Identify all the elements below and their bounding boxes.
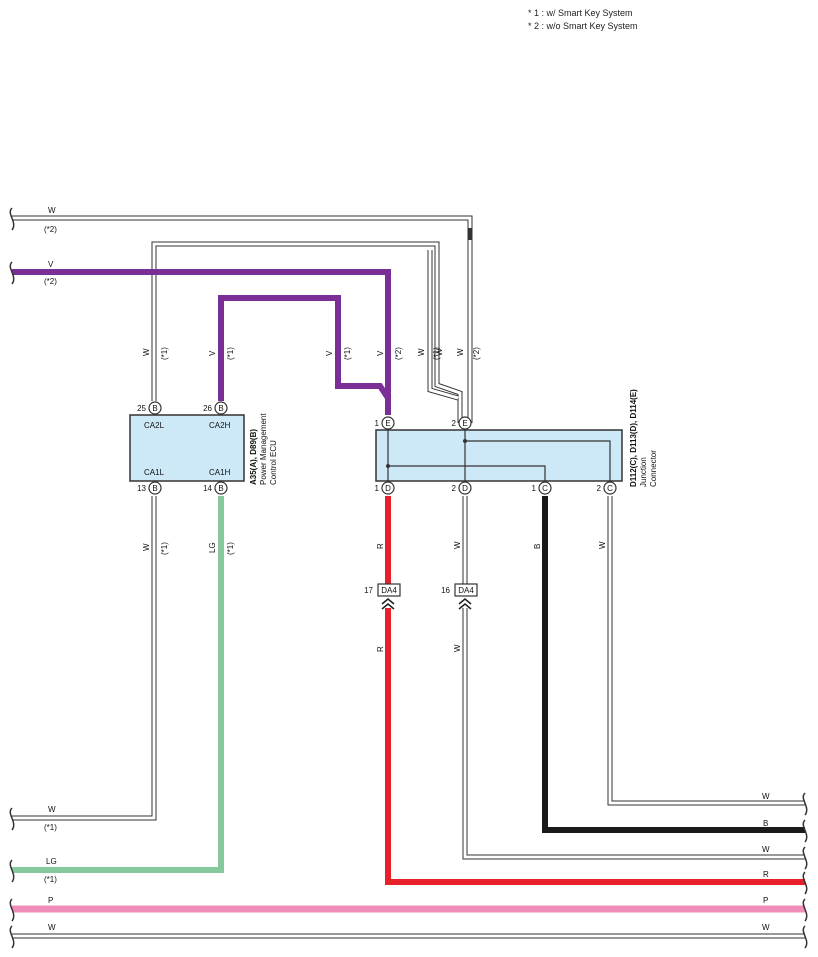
lbl-ecu-up-v: V (208, 350, 217, 356)
ecu-terminal-14-pin: 14 (203, 484, 212, 493)
jc-name-line-1: Junction (639, 457, 648, 487)
lbl-mid-w3: W (456, 348, 465, 356)
lbl-ecu-down-lg-note: (*1) (226, 542, 235, 555)
ecu-label-ca1h: CA1H (209, 468, 231, 477)
lbl-ecu-down-w: W (142, 543, 151, 551)
lbl-r-below: R (376, 646, 385, 652)
da4-17-pin: 17 (364, 586, 373, 595)
lbl-mid-v2: V (376, 350, 385, 356)
jc-d2-pin: 2 (452, 484, 457, 493)
jc-c1-conn: C (542, 484, 548, 493)
wire-b (542, 496, 805, 833)
lbl-d2-w: W (453, 541, 462, 549)
left-break-marks (9, 207, 15, 949)
white-wires (12, 215, 805, 939)
jc-d2-conn: D (462, 484, 468, 493)
jc-c1-pin: 1 (532, 484, 537, 493)
ecu-terminal-14-conn: B (218, 484, 223, 493)
da4-16-name: DA4 (458, 586, 474, 595)
lbl-right-p: P (763, 896, 768, 905)
lbl-w-below: W (453, 644, 462, 652)
lbl-left-v-note: (*2) (44, 277, 57, 286)
lbl-mid-w1: W (417, 348, 426, 356)
jc-e1-conn: E (385, 419, 390, 428)
wire-lg (12, 496, 224, 873)
lbl-left-lg: LG (46, 857, 57, 866)
ecu-name-line-2: Control ECU (269, 440, 278, 485)
wire-v-left (12, 269, 391, 415)
inline-connector-da4-17: DA4 17 (364, 583, 401, 610)
ecu-label-ca2l: CA2L (144, 421, 165, 430)
ecu-terminal-25-pin: 25 (137, 404, 146, 413)
ecu-terminal-25-conn: B (152, 404, 157, 413)
lbl-right-r: R (763, 870, 769, 879)
lbl-left-lg-note: (*1) (44, 875, 57, 884)
colored-wires (12, 269, 805, 913)
ecu-terminal-26-conn: B (218, 404, 223, 413)
jc-name-line-2: Connector (649, 450, 658, 487)
lbl-mid-v1: V (325, 350, 334, 356)
lbl-ecu-up-v-note: (*1) (226, 347, 235, 360)
da4-17-name: DA4 (381, 586, 397, 595)
lbl-ecu-up-w-note: (*1) (160, 347, 169, 360)
lbl-ecu-up-w: W (142, 348, 151, 356)
wire-v-ecu (218, 295, 391, 401)
ecu-label-ca2h: CA2H (209, 421, 231, 430)
footnote-1: * 1 : w/ Smart Key System (528, 8, 633, 18)
jc-d1-pin: 1 (375, 484, 380, 493)
lbl-mid-w2-text: W (435, 348, 444, 356)
right-break-marks (802, 792, 808, 949)
lbl-left-w-last: W (48, 923, 56, 932)
lbl-c2-w: W (598, 541, 607, 549)
lbl-right-w3: W (762, 923, 770, 932)
ecu-terminal-13-conn: B (152, 484, 157, 493)
footnote-2: * 2 : w/o Smart Key System (528, 21, 638, 31)
power-management-ecu: CA2L CA2H CA1L CA1H B 25 B 26 B 13 B 14 … (129, 401, 278, 495)
ecu-terminal-26-pin: 26 (203, 404, 212, 413)
ecu-code: A35(A), D89(B) (249, 429, 258, 485)
lbl-ecu-down-w-note: (*1) (160, 542, 169, 555)
lbl-mid-w2-note: (*1) (432, 347, 441, 360)
da4-16-pin: 16 (441, 586, 450, 595)
lbl-left-p: P (48, 896, 53, 905)
lbl-mid-w3-note: (*2) (472, 347, 481, 360)
wire-r-bottom (385, 608, 805, 885)
lbl-right-w1: W (762, 792, 770, 801)
lbl-left-w-top-note: (*2) (44, 225, 57, 234)
lbl-mid-v1-note: (*1) (343, 347, 352, 360)
inline-connector-da4-16: DA4 16 (441, 583, 478, 610)
lbl-left-w-bottom-note: (*1) (44, 823, 57, 832)
lbl-right-w2: W (762, 845, 770, 854)
lbl-ecu-down-lg: LG (208, 542, 217, 553)
ecu-label-ca1l: CA1L (144, 468, 165, 477)
lbl-left-v: V (48, 260, 54, 269)
right-wire-labels: W B W R P W (762, 792, 770, 932)
ecu-terminal-13-pin: 13 (137, 484, 146, 493)
jc-code: D112(C), D113(D), D114(E) (629, 389, 638, 487)
ecu-name-line-1: Power Management (259, 413, 268, 485)
jc-e2-conn: E (462, 419, 467, 428)
lbl-right-b: B (763, 819, 768, 828)
lbl-left-w-top: W (48, 206, 56, 215)
lbl-c1-b: B (533, 544, 542, 549)
left-wire-labels: W (*2) V (*2) W (*1) LG (*1) P W (44, 206, 57, 932)
jc-e1-pin: 1 (375, 419, 380, 428)
jc-d1-conn: D (385, 484, 391, 493)
lbl-d1-r: R (376, 543, 385, 549)
junction-connector: E 1 E 2 D 1 D 2 C 1 C 2 D112(C), D113(D)… (375, 389, 658, 495)
vertical-wire-labels: W (*1) V (*1) V (*1) V (*2) W W (*1) W (… (142, 347, 607, 652)
jc-c2-pin: 2 (597, 484, 602, 493)
jc-c2-conn: C (607, 484, 613, 493)
footnotes: * 1 : w/ Smart Key System * 2 : w/o Smar… (528, 7, 638, 33)
jc-e2-pin: 2 (452, 419, 457, 428)
lbl-mid-v2-note: (*2) (394, 347, 403, 360)
lbl-left-w-bottom: W (48, 805, 56, 814)
